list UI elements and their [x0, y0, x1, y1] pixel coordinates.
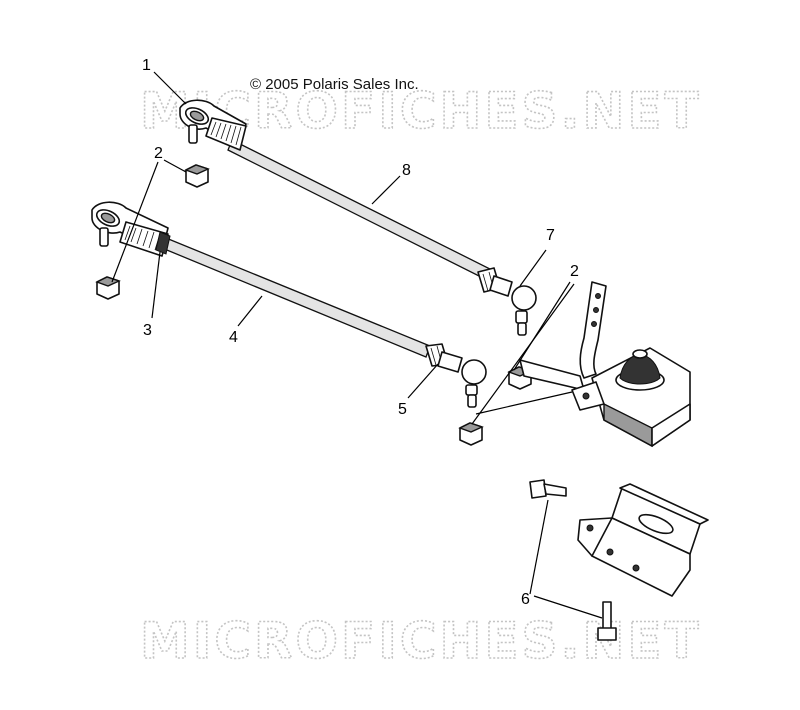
bolt-upper: [529, 479, 567, 499]
watermark-bottom: MICROFICHES.NET: [140, 612, 702, 670]
lower-tie-rod: [161, 237, 431, 358]
bolt-lower: [597, 601, 617, 641]
callout-7: 7: [546, 227, 555, 244]
upper-rod-end: [179, 99, 247, 151]
callout-2-left: 2: [154, 145, 163, 162]
callout-6: 6: [521, 591, 530, 608]
callout-1: 1: [142, 57, 151, 74]
hex-nut-left-upper: [184, 164, 210, 188]
upper-ball-joint: [477, 267, 537, 336]
leader-lines: [111, 71, 603, 619]
callout-2-right: 2: [570, 263, 579, 280]
copyright-text: © 2005 Polaris Sales Inc.: [250, 76, 419, 93]
upper-tie-rod-assembly: [179, 99, 537, 336]
steering-gear-assembly: [519, 281, 691, 448]
hex-nut-left-lower: [95, 276, 121, 300]
callout-3: 3: [143, 322, 152, 339]
callout-5: 5: [398, 401, 407, 418]
mounting-bracket: [577, 483, 709, 597]
lower-ball-joint: [425, 343, 487, 408]
hex-nut-right-lower: [458, 422, 484, 446]
callout-4: 4: [229, 329, 238, 346]
upper-tie-rod: [227, 139, 493, 281]
lower-tie-rod-assembly: [91, 201, 487, 408]
callout-8: 8: [402, 162, 411, 179]
lower-rod-end: [91, 201, 171, 257]
